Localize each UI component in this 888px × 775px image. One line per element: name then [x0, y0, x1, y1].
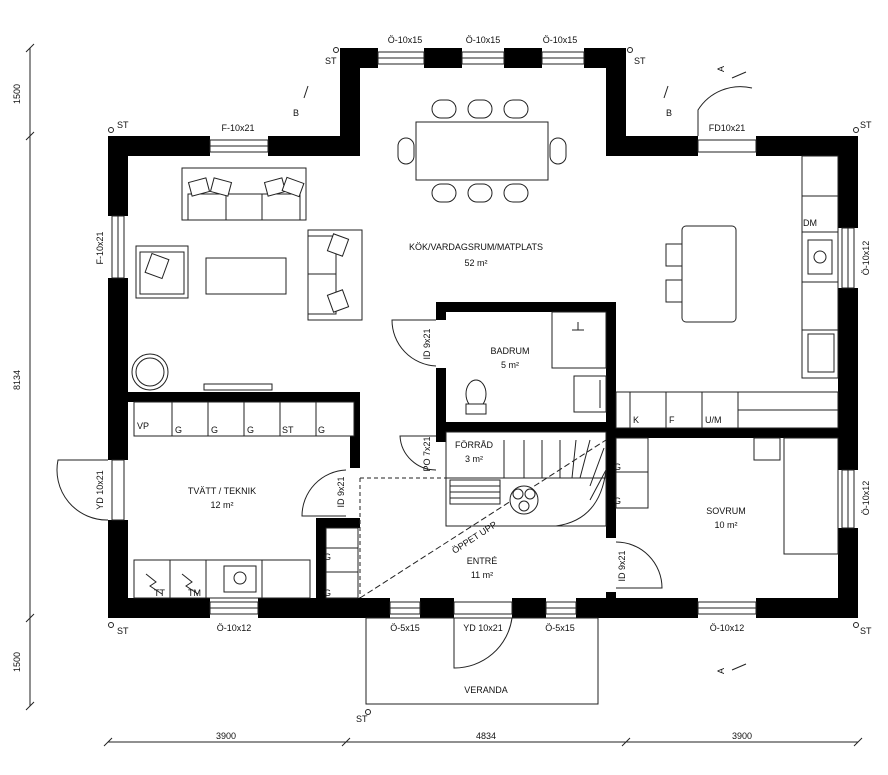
dim-left-mid: 8134 — [12, 370, 22, 390]
entry-and-stairs — [325, 431, 839, 705]
window-label-bottom-right: Ö-10x12 — [710, 623, 745, 633]
window-label-right-lower: Ö-10x12 — [861, 481, 871, 516]
appliance-um: U/M — [705, 415, 722, 425]
door-label-bedroom: ID 9x21 — [617, 550, 627, 581]
dimension-labels: 1500 8134 1500 3900 4834 3900 — [12, 84, 752, 741]
door-label-front: YD 10x21 — [463, 623, 503, 633]
marker-a-bottom: A — [716, 668, 726, 674]
entry-area: 11 m² — [471, 570, 493, 580]
appliance-g2: G — [211, 425, 218, 435]
appliance-dm: DM — [803, 218, 817, 228]
dim-left-top: 1500 — [12, 84, 22, 104]
appliance-g4: G — [318, 425, 325, 435]
marker-st-tr: ST — [860, 120, 872, 130]
appliance-g-entry1: G — [324, 552, 331, 562]
window-label-entry-left: Ö-5x15 — [390, 623, 420, 633]
appliance-g1: G — [175, 425, 182, 435]
appliance-g-bed2: G — [614, 496, 621, 506]
marker-st-top2: ST — [634, 56, 646, 66]
kitchen-area: 52 m² — [464, 258, 487, 268]
marker-b-left: B — [293, 108, 299, 118]
marker-st-veranda: ST — [356, 714, 368, 724]
door-label-bath: ID 9x21 — [422, 328, 432, 359]
window-label-fd: FD10x21 — [709, 123, 746, 133]
laundry-name: TVÄTT / TEKNIK — [188, 486, 256, 496]
dim-bottom-1: 3900 — [216, 731, 236, 741]
window-label-bottom-left: Ö-10x12 — [217, 623, 252, 633]
marker-st-top1: ST — [325, 56, 337, 66]
interior-walls — [128, 302, 838, 602]
window-label-living-top: F-10x21 — [221, 123, 254, 133]
dim-bottom-3: 3900 — [732, 731, 752, 741]
door-label-outer-left: YD 10x21 — [95, 470, 105, 510]
bedroom-name: SOVRUM — [706, 506, 746, 516]
marker-b-right: B — [666, 108, 672, 118]
storage-name: FÖRRÅD — [455, 440, 494, 450]
entry-name: ENTRÉ — [467, 556, 498, 566]
bath-name: BADRUM — [490, 346, 529, 356]
bedroom-area: 10 m² — [714, 520, 737, 530]
laundry-area: 12 m² — [210, 500, 233, 510]
appliance-f: F — [669, 415, 675, 425]
exterior-walls — [108, 48, 858, 618]
appliance-st: ST — [282, 425, 294, 435]
window-label-top-3: Ö-10x15 — [543, 35, 578, 45]
window-label-entry-right: Ö-5x15 — [545, 623, 575, 633]
marker-st-br: ST — [860, 626, 872, 636]
bathroom-fixtures — [465, 311, 607, 415]
marker-a-top: A — [716, 66, 726, 72]
door-label-storage: PO 7x21 — [422, 436, 432, 471]
dim-bottom-2: 4834 — [476, 731, 496, 741]
door-swings — [56, 86, 753, 669]
marker-st-bl: ST — [117, 626, 129, 636]
opening-labels: Ö-10x15 Ö-10x15 Ö-10x15 F-10x21 F-10x21 … — [95, 35, 871, 633]
appliance-k: K — [633, 415, 639, 425]
dim-left-bottom: 1500 — [12, 652, 22, 672]
veranda-name: VERANDA — [464, 685, 508, 695]
living-furniture — [131, 167, 363, 391]
appliance-tm: TM — [188, 588, 201, 598]
appliance-g3: G — [247, 425, 254, 435]
bath-area: 5 m² — [501, 360, 519, 370]
dining-furniture — [397, 99, 567, 203]
appliance-tt: TT — [154, 588, 165, 598]
appliance-vp: VP — [137, 421, 149, 431]
appliance-g-entry2: G — [324, 588, 331, 598]
window-label-top-1: Ö-10x15 — [388, 35, 423, 45]
storage-area: 3 m² — [465, 454, 483, 464]
kitchen-name: KÖK/VARDAGSRUM/MATPLATS — [409, 242, 543, 252]
appliance-labels: VP G G G ST G TT TM K F U/M DM G G G G — [137, 218, 817, 598]
window-label-right-upper: Ö-10x12 — [861, 241, 871, 276]
door-label-laundry: ID 9x21 — [336, 476, 346, 507]
windows — [111, 51, 855, 615]
appliance-g-bed1: G — [614, 462, 621, 472]
markers: ST ST ST ST ST ST ST A A B B — [108, 47, 872, 724]
dimension-lines — [25, 43, 863, 747]
laundry-fixtures — [133, 401, 355, 599]
window-label-living-left: F-10x21 — [95, 231, 105, 264]
marker-st-tl: ST — [117, 120, 129, 130]
window-label-top-2: Ö-10x15 — [466, 35, 501, 45]
kitchen-furniture — [615, 155, 839, 429]
